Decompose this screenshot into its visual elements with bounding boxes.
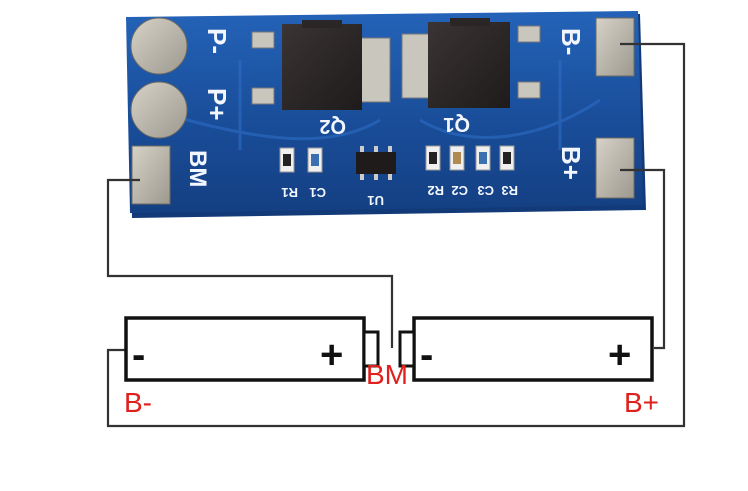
smd-r2 [425, 145, 441, 171]
pad-bm [131, 145, 171, 205]
label-r3: R3 [501, 183, 518, 198]
label-q2: Q2 [319, 115, 346, 137]
label-p-plus: P+ [202, 88, 232, 121]
label-r2: R2 [427, 183, 444, 198]
label-c2: C2 [451, 183, 468, 198]
cell-2-plus-sign: + [608, 333, 631, 377]
smd-c2 [449, 145, 465, 171]
pad-b-plus [595, 137, 635, 199]
label-q1: Q1 [443, 113, 470, 135]
label-r1: R1 [281, 185, 298, 200]
mosfet-q2 [251, 20, 391, 110]
mosfet-q1 [401, 18, 541, 108]
cell-1-plus-sign: + [320, 333, 343, 377]
pad-b-minus [595, 17, 635, 77]
label-b-plus: B+ [556, 146, 586, 180]
label-u1: U1 [367, 193, 384, 208]
cell-2-minus-sign: - [420, 333, 433, 377]
wire-b-plus [620, 168, 666, 350]
smd-c3 [475, 145, 491, 171]
label-c3: C3 [477, 183, 494, 198]
cell-1-minus-sign: - [132, 333, 145, 377]
wiring [106, 42, 686, 428]
smd-r1 [279, 147, 295, 173]
annotation-b-plus: B+ [624, 387, 659, 418]
annotation-b-minus: B- [124, 387, 152, 418]
smd-r3 [499, 145, 515, 171]
battery-cell-1 [124, 316, 380, 382]
pad-p-plus [130, 81, 188, 139]
pad-p-minus [130, 17, 188, 75]
wire-bm [106, 178, 394, 348]
annotation-bm: BM [366, 359, 408, 390]
label-p-minus: P- [202, 28, 232, 54]
battery-cell-2 [398, 316, 654, 382]
label-c1: C1 [309, 185, 326, 200]
wire-b-minus [106, 42, 686, 428]
smd-c1 [307, 147, 323, 173]
label-b-minus: B- [556, 28, 586, 55]
ic-u1 [356, 146, 396, 180]
label-bm: BM [184, 150, 211, 187]
